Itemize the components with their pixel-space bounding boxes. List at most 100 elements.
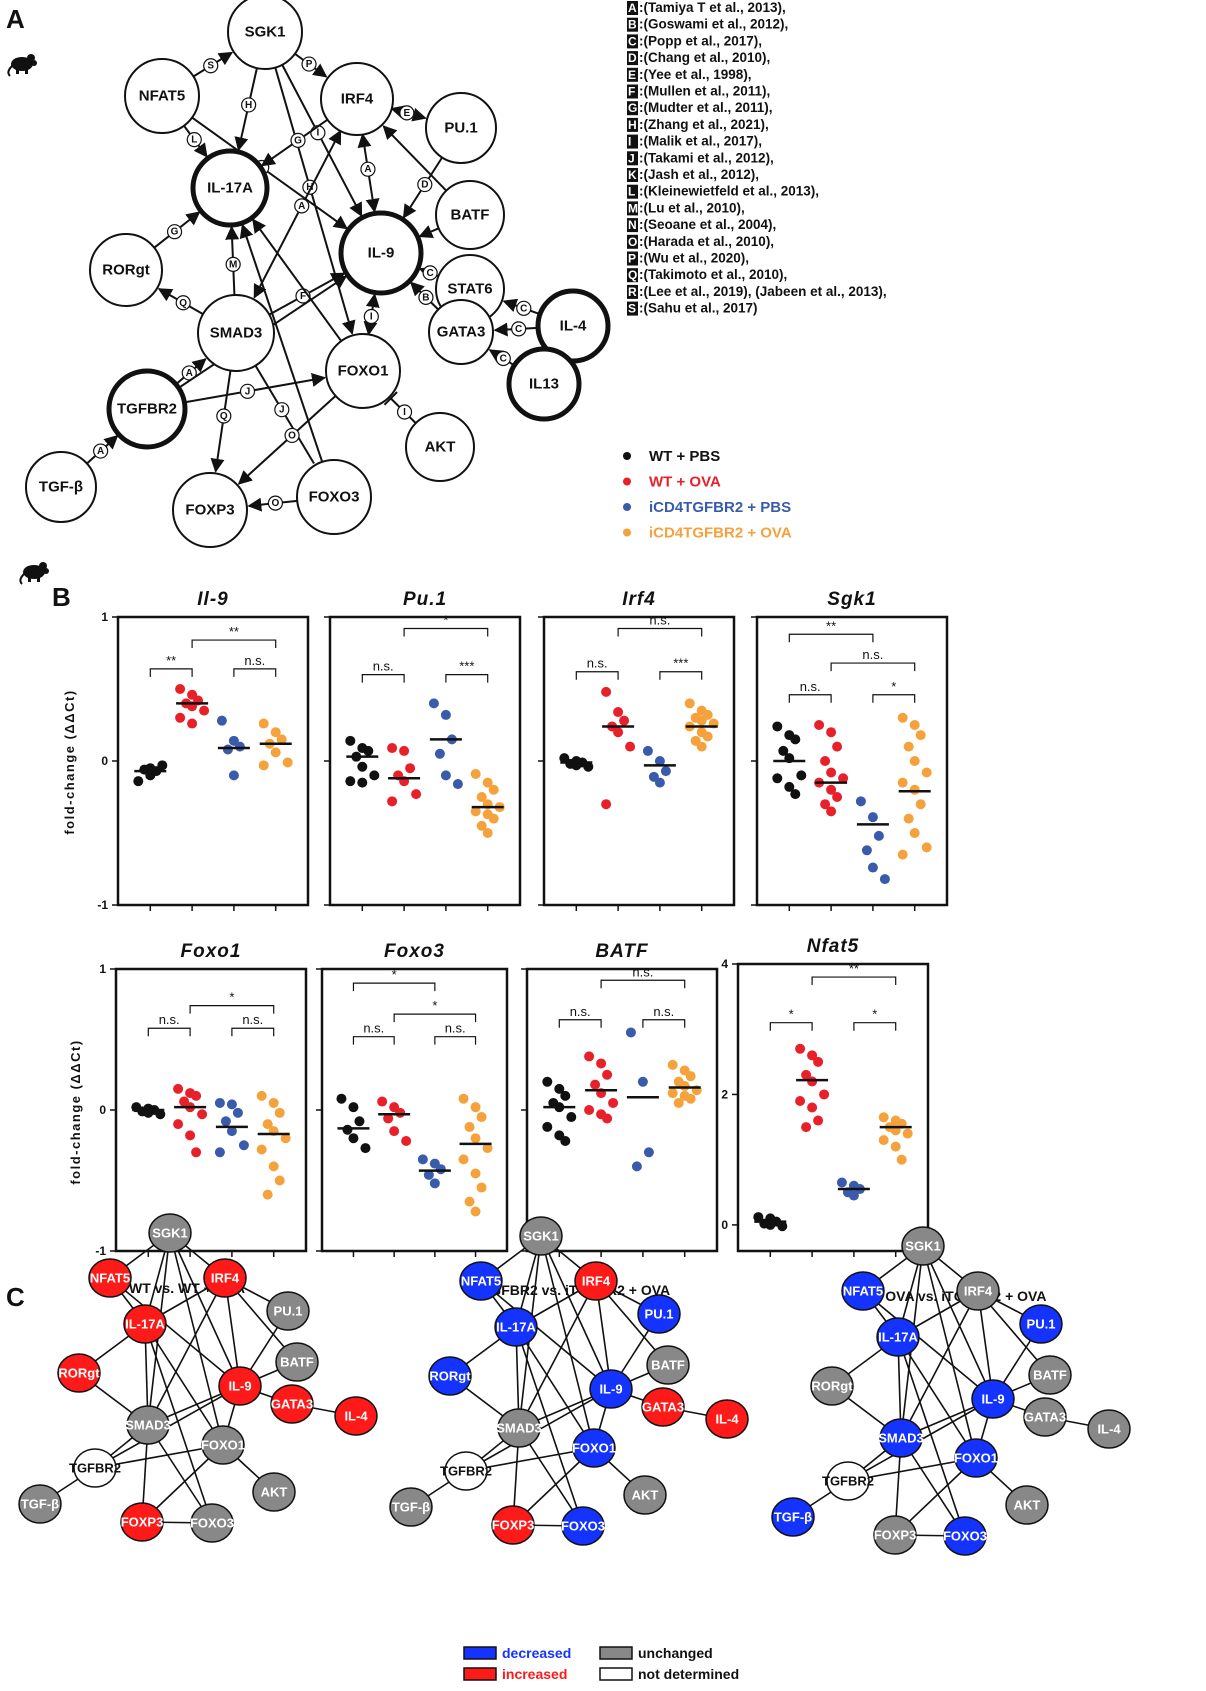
node-smad3 [197, 294, 275, 372]
data-point [476, 1112, 487, 1123]
network-title: iTGFBR2 vs. iTGFBR2 + OVA [478, 1282, 670, 1298]
network-edge [518, 1280, 597, 1429]
reference-key: G [628, 101, 637, 115]
data-point [452, 779, 463, 790]
edge-badge [239, 383, 256, 399]
data-point [354, 1116, 365, 1127]
data-point [915, 730, 926, 741]
data-point [777, 1221, 788, 1232]
edge-badge [399, 105, 415, 121]
network-node-foxp3 [873, 1515, 917, 1555]
data-point [909, 756, 920, 766]
data-point [566, 1112, 577, 1123]
plot-frame [116, 615, 310, 907]
data-point [476, 792, 487, 802]
data-point [684, 698, 695, 709]
network-node-gata3 [1023, 1397, 1067, 1437]
node-foxp3 [172, 472, 248, 548]
reference-key: Q [628, 268, 637, 282]
edge-badge-label: M [229, 259, 237, 270]
network-node-label: SMAD3 [125, 1418, 171, 1433]
data-point [795, 1043, 806, 1054]
legend-swatch [463, 1667, 497, 1681]
data-point [838, 773, 849, 784]
network-node-label: SMAD3 [878, 1431, 924, 1446]
data-point [187, 718, 198, 729]
y-tick-label: 2 [721, 1087, 728, 1101]
reference-key-box [627, 51, 638, 66]
reference-text: :(Wu et al., 2020), [639, 251, 749, 266]
data-point [667, 1088, 678, 1099]
data-point [807, 1076, 818, 1087]
data-point [554, 1083, 565, 1094]
node-label-il4: IL-4 [560, 318, 587, 335]
data-point [896, 1154, 907, 1165]
network-node-label: PU.1 [1027, 1317, 1056, 1332]
panel-letter-c: C [6, 1282, 25, 1312]
data-point [819, 1089, 830, 1100]
data-point [363, 745, 374, 756]
legend-label: unchanged [638, 1645, 713, 1661]
data-point [696, 715, 707, 726]
legend-label: WT + PBS [649, 448, 720, 465]
data-point [631, 1161, 642, 1172]
data-point [357, 761, 368, 772]
node-label-foxp3: FOXP3 [185, 502, 234, 519]
node-il13 [506, 346, 582, 422]
data-point [282, 757, 293, 768]
network-node-label: AKT [632, 1488, 659, 1503]
data-point [276, 734, 287, 745]
data-point [191, 1090, 202, 1101]
data-point [470, 1133, 481, 1144]
legend-swatch [599, 1646, 633, 1660]
significance-bracket [393, 1013, 477, 1023]
significance-label: n.s. [653, 1004, 674, 1019]
significance-bracket [149, 668, 193, 677]
data-point [470, 1206, 481, 1217]
reference-key-box [627, 251, 638, 266]
data-point [654, 756, 665, 766]
significance-bracket [231, 1027, 275, 1037]
data-point [470, 768, 481, 779]
data-point [637, 1076, 648, 1087]
plot-foxo3: Foxo3*n.s.*n.s. [316, 941, 509, 1257]
data-point [619, 715, 630, 726]
legend-swatch [599, 1667, 633, 1681]
edge-badge-label: H [245, 100, 252, 111]
data-point [909, 784, 920, 795]
data-point [820, 756, 831, 766]
edge-badge [363, 308, 379, 325]
reference-key: K [628, 168, 637, 182]
network-node-foxo1 [201, 1425, 245, 1465]
data-point [387, 743, 398, 754]
y-axis-label: fold-change (ΔΔCt) [62, 689, 77, 834]
y-tick-label: 0 [721, 1218, 728, 1232]
node-label-tgfbr2: TGFBR2 [117, 401, 177, 418]
edge-badge [360, 161, 376, 177]
network-edge [900, 1290, 979, 1439]
data-point [226, 1126, 237, 1137]
data-point [464, 1121, 475, 1132]
significance-label: ** [826, 618, 836, 633]
network-edge [147, 1277, 226, 1426]
edge-badge [93, 443, 109, 459]
network-edge [922, 1245, 977, 1459]
data-point [345, 776, 356, 787]
network-edge [515, 1326, 584, 1527]
edge-badge-label: A [364, 164, 371, 175]
network-node-label: PU.1 [645, 1307, 674, 1322]
data-point [642, 745, 653, 756]
reference-text: :(Zhang et al., 2021), [639, 117, 769, 132]
significance-bracket [575, 671, 619, 680]
significance-label: n.s. [363, 1021, 384, 1036]
network-node-label: RORgt [429, 1369, 471, 1384]
network-node-label: IL-4 [344, 1409, 368, 1424]
data-point [685, 1071, 696, 1082]
data-point [434, 748, 445, 759]
data-point [458, 1154, 469, 1165]
